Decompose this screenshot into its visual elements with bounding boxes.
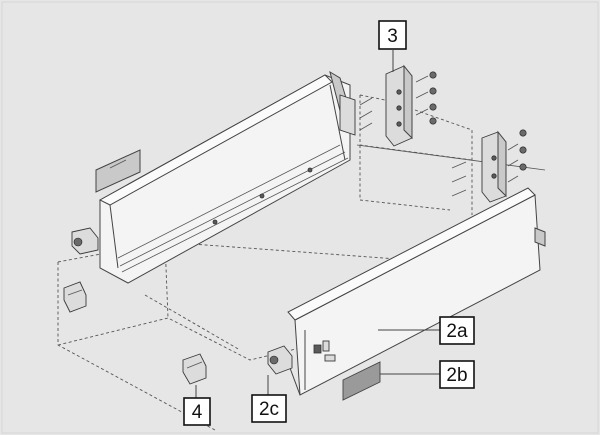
- rear-bracket-part-3: [385, 64, 413, 147]
- drawer-back-outline: [356, 94, 546, 215]
- right-rear-bracket-screws: [451, 129, 527, 197]
- left-front-fitting: [71, 227, 99, 255]
- front-fitting-part-2c: [267, 345, 293, 375]
- callout-3: 3: [378, 20, 407, 50]
- callout-2c: 2c: [251, 394, 287, 423]
- callout-2b: 2b: [439, 360, 475, 389]
- callout-4: 4: [183, 397, 211, 426]
- callout-2c-label: 2c: [259, 399, 279, 420]
- left-side-panel: [98, 70, 356, 284]
- callout-2a: 2a: [439, 316, 475, 345]
- right-rear-bracket: [481, 130, 507, 203]
- callout-3-label: 3: [387, 26, 398, 47]
- cover-cap-part-2b: [342, 361, 381, 401]
- bottom-clip-part-4: [182, 353, 207, 385]
- callout-leader-lines: [195, 50, 440, 398]
- left-bottom-clip: [63, 281, 87, 313]
- right-side-panel: [287, 187, 546, 396]
- callout-2a-label: 2a: [446, 321, 468, 342]
- callout-4-label: 4: [192, 402, 203, 423]
- callout-2b-label: 2b: [446, 365, 467, 386]
- front-fixing-plate: [95, 149, 141, 193]
- rear-bracket-screws: [359, 71, 437, 131]
